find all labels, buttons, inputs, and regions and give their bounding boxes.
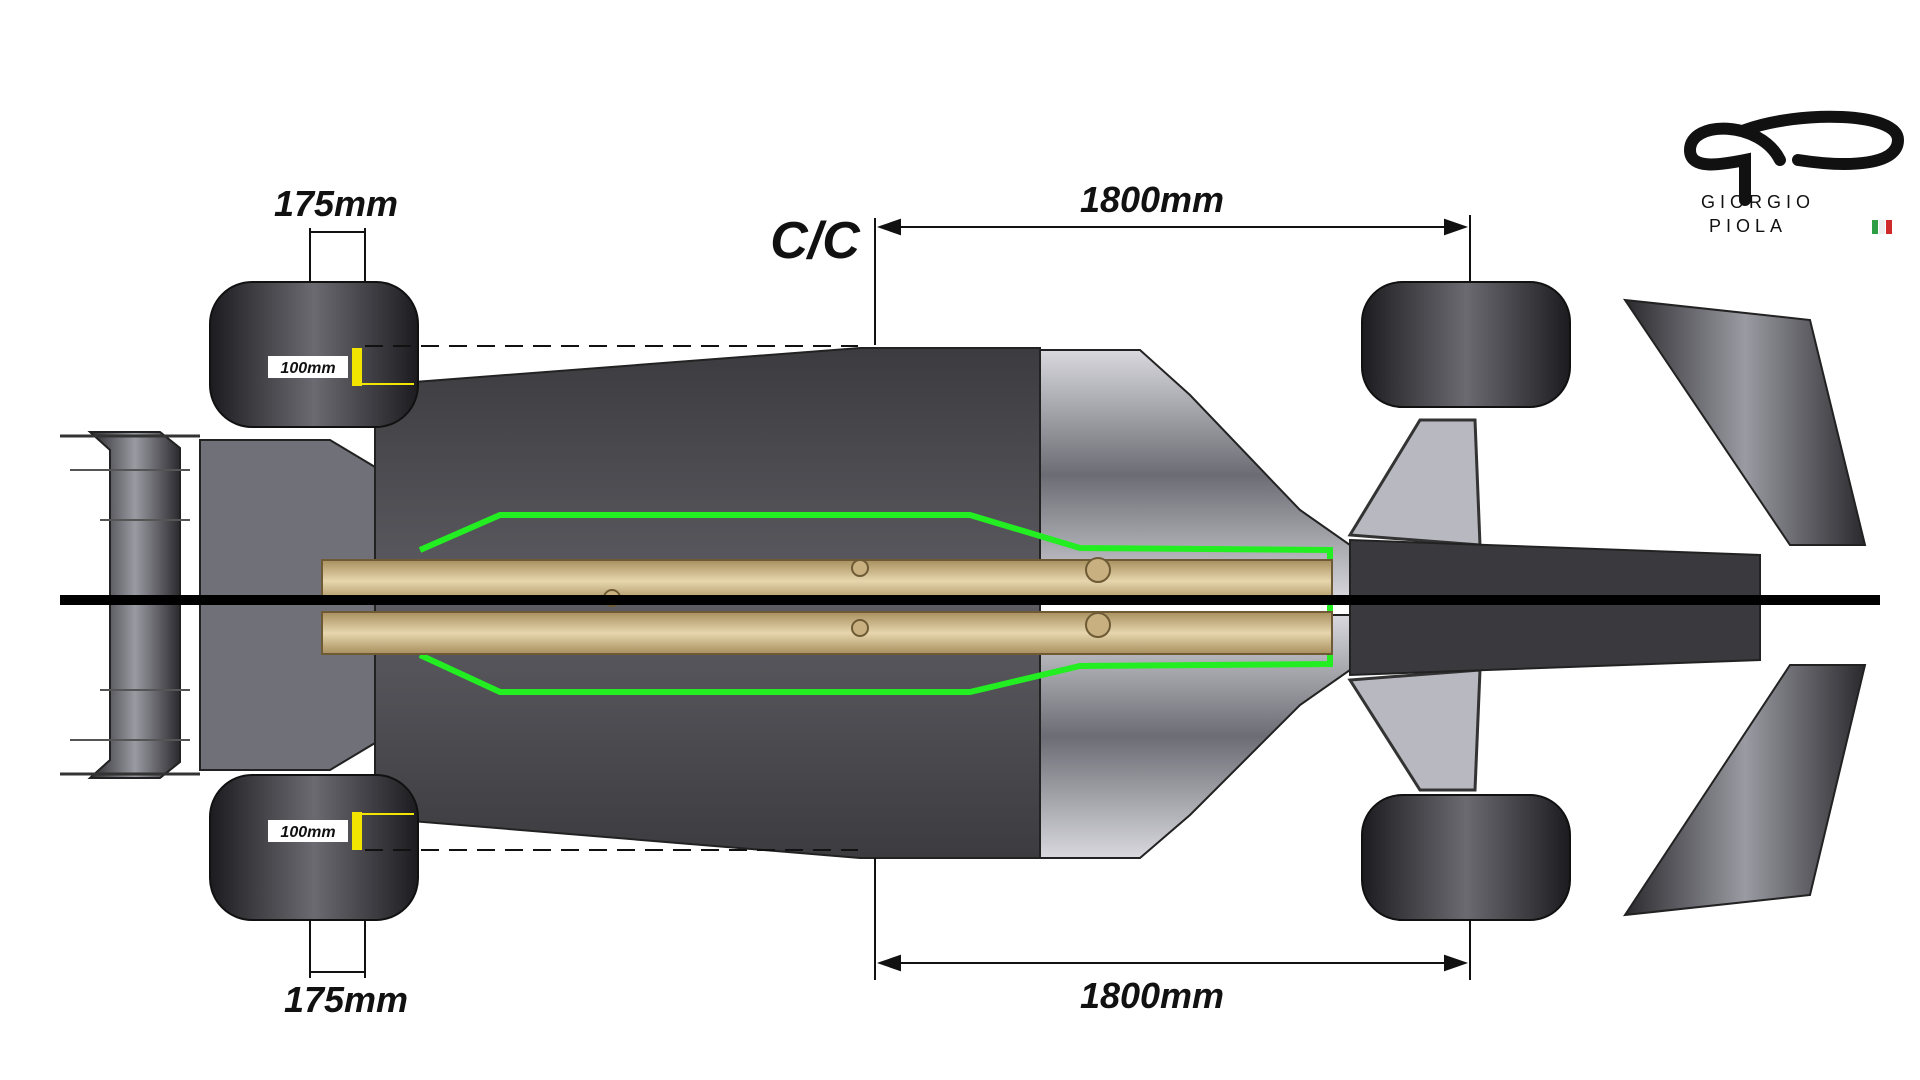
logo-mark	[1683, 110, 1905, 206]
rear-tyre-bottom	[209, 774, 419, 921]
offset-label-top: 100mm	[280, 360, 335, 377]
offset-marker-top	[352, 348, 362, 386]
logo-flag-green	[1872, 220, 1878, 234]
giorgio-piola-logo: GIORGIO PIOLA	[1683, 110, 1905, 236]
rear-width-label-bottom: 175mm	[284, 979, 408, 1020]
rear-tyre-top	[209, 281, 419, 428]
front-track-dimension-top	[876, 215, 1471, 282]
plank-lower	[321, 611, 1333, 655]
rear-width-dimension-bottom	[309, 920, 366, 978]
logo-text-line2: PIOLA	[1709, 216, 1787, 236]
front-wing	[1622, 298, 1867, 917]
front-tyre-top	[1361, 281, 1571, 408]
cc-label: C/C	[770, 212, 861, 270]
rear-width-label-top: 175mm	[274, 183, 398, 224]
offset-label-bottom: 100mm	[280, 824, 335, 841]
offset-marker-bottom	[352, 812, 362, 850]
front-track-dimension-bottom	[876, 920, 1471, 980]
front-tyre-bottom	[1361, 794, 1571, 921]
front-track-label-bottom: 1800mm	[1080, 975, 1224, 1016]
front-track-label-top: 1800mm	[1080, 179, 1224, 220]
logo-flag-red	[1886, 220, 1892, 234]
offset-label-box-bottom	[268, 820, 348, 842]
rear-width-dimension-top	[309, 228, 366, 282]
offset-label-box-top	[268, 356, 348, 378]
floor-outline	[418, 512, 1333, 695]
nose	[1349, 538, 1761, 677]
logo-text-line1: GIORGIO	[1701, 192, 1815, 212]
front-suspension	[1347, 418, 1482, 792]
logo-flag-white	[1879, 220, 1885, 234]
